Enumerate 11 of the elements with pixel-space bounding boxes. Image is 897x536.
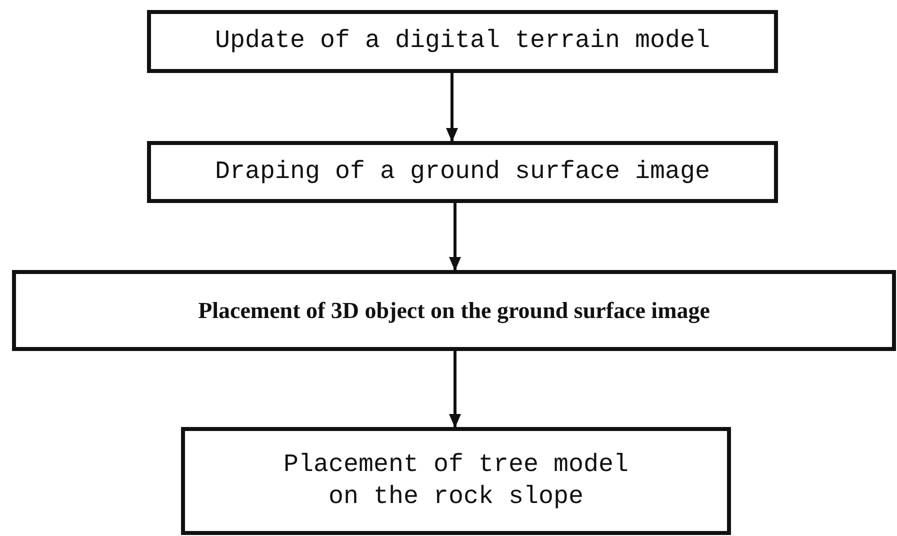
box-text: Placement of 3D object on the ground surface image xyxy=(198,296,710,326)
box-text: Draping of a ground surface image xyxy=(214,156,710,188)
arrow xyxy=(446,73,458,142)
process-box xyxy=(147,141,778,203)
process-box xyxy=(181,427,731,535)
box-text: Placement of tree model on the rock slope xyxy=(282,448,630,513)
process-box xyxy=(147,10,778,73)
box-text: Update of a digital terrain model xyxy=(214,25,710,58)
arrow xyxy=(449,203,461,271)
process-box xyxy=(12,270,896,351)
arrow xyxy=(449,351,461,428)
